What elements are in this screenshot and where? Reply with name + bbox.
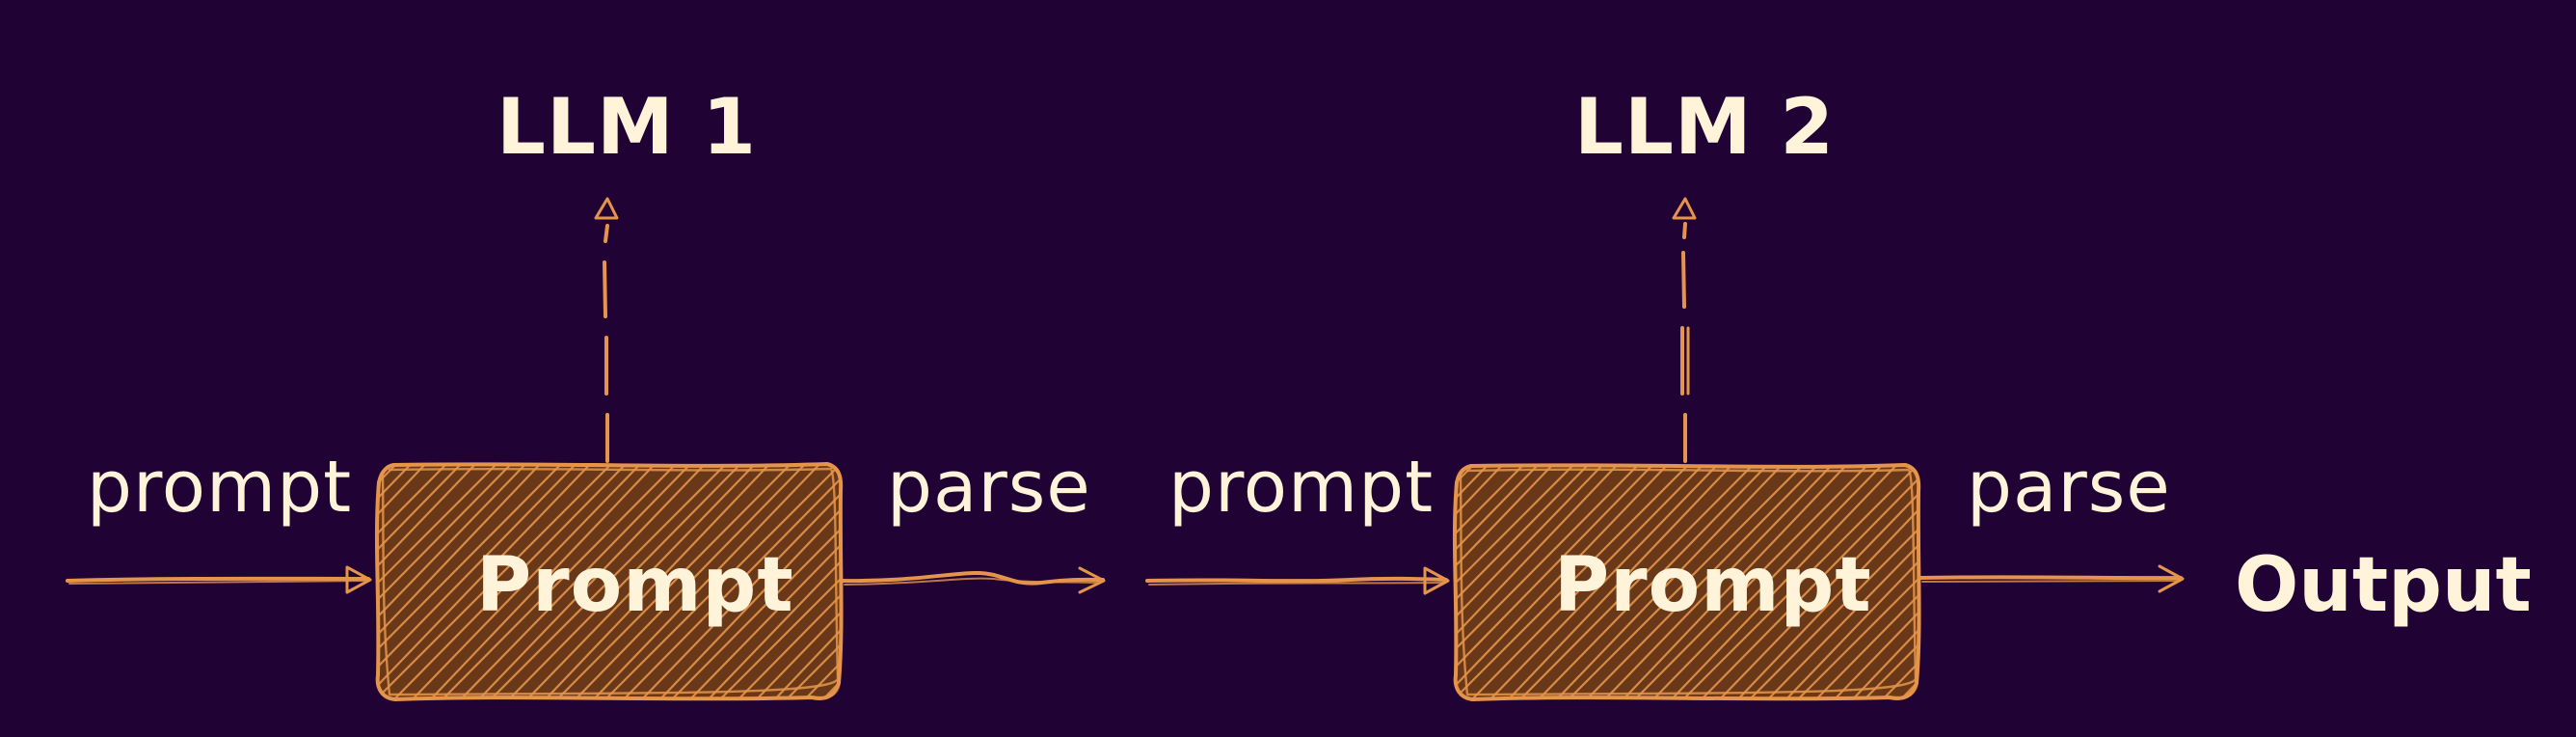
- parse-edge-label-1: parse: [887, 446, 1091, 529]
- hatch-stroke: [436, 465, 683, 698]
- hatch-stroke: [378, 465, 597, 698]
- hatch-stroke: [1810, 465, 1919, 698]
- hatch-stroke: [1580, 465, 1825, 698]
- hatch-stroke: [424, 465, 661, 698]
- llm-call-arrow-1: [594, 197, 619, 463]
- hatch-stroke: [1465, 465, 1710, 698]
- hatch-stroke: [713, 465, 841, 698]
- hatch-stroke: [1828, 465, 1919, 698]
- hatch-stroke: [1677, 465, 1919, 698]
- hatch-stroke: [539, 465, 776, 698]
- hatch-stroke: [1791, 465, 1919, 698]
- hatch-stroke: [1731, 465, 1919, 698]
- prompt-box-2-label: Prompt: [1554, 542, 1872, 629]
- hatch-stroke: [702, 465, 841, 698]
- parse-edge-label-2: parse: [1967, 446, 2171, 529]
- hatch-stroke: [569, 465, 812, 698]
- hatch-stroke: [521, 465, 762, 698]
- hatch-stroke: [1456, 465, 1660, 698]
- hatch-stroke: [768, 465, 841, 698]
- hatch-stroke: [684, 465, 841, 698]
- hatch-stroke: [1532, 465, 1775, 698]
- hatch-stroke: [1456, 465, 1646, 698]
- hatch-stroke: [1550, 465, 1789, 698]
- prompt-box-1-shape: [374, 462, 844, 701]
- hatch-stroke: [587, 465, 826, 698]
- hatch-stroke: [378, 465, 547, 698]
- hatch-stroke: [665, 465, 841, 698]
- hatch-stroke: [1846, 465, 1919, 698]
- hatch-stroke: [378, 465, 568, 698]
- hatch-stroke: [617, 465, 841, 698]
- hatch-stroke: [472, 465, 711, 698]
- output-arrow-2: [1919, 564, 2185, 593]
- hatch-stroke: [732, 465, 841, 698]
- input-arrow-2: [1145, 566, 1450, 595]
- hatch-stroke: [1456, 465, 1624, 698]
- hatch-stroke: [378, 465, 518, 698]
- hatch-stroke: [1502, 465, 1739, 698]
- output-arrow-1: [841, 566, 1106, 594]
- hatch-stroke: [750, 465, 841, 698]
- hatch-stroke: [1647, 465, 1890, 698]
- output-label: Output: [2235, 542, 2532, 629]
- hatch-stroke: [388, 465, 632, 698]
- hatch-stroke: [1484, 465, 1725, 698]
- hatch-stroke: [378, 465, 482, 698]
- hatch-stroke: [1761, 465, 1919, 698]
- hatch-stroke: [1456, 465, 1510, 698]
- hatch-stroke: [1456, 465, 1596, 698]
- hatch-stroke: [1780, 465, 1919, 698]
- hatch-stroke: [1562, 465, 1811, 698]
- hatch-stroke: [1617, 465, 1854, 698]
- prompt-edge-label-1: prompt: [87, 446, 353, 529]
- hatch-stroke: [1456, 465, 1610, 698]
- prompt-box-1-label: Prompt: [476, 542, 794, 629]
- hatch-stroke: [378, 465, 468, 698]
- llm-call-arrow-2: [1672, 197, 1697, 463]
- hatch-stroke: [378, 465, 432, 698]
- input-arrow-1: [66, 565, 372, 594]
- hatch-stroke: [454, 465, 697, 698]
- prompt-edge-label-2: prompt: [1168, 446, 1435, 529]
- hatch-stroke: [484, 465, 733, 698]
- hatch-stroke: [378, 465, 618, 698]
- prompt-box-2-shape: [1452, 463, 1921, 701]
- hatch-stroke: [780, 465, 841, 698]
- hatch-stroke: [1695, 465, 1919, 698]
- hatch-stroke: [550, 465, 797, 698]
- hatch-stroke: [406, 465, 647, 698]
- hatch-stroke: [1628, 465, 1875, 698]
- hatch-stroke: [599, 465, 841, 698]
- hatch-stroke: [1858, 465, 1919, 698]
- hatch-stroke: [1743, 465, 1919, 698]
- hatch-stroke: [1456, 465, 1675, 698]
- llm-2-label: LLM 2: [1574, 82, 1836, 172]
- hatch-stroke: [1514, 465, 1760, 698]
- hatch-stroke: [1456, 465, 1545, 698]
- hatch-stroke: [1665, 465, 1904, 698]
- hatch-stroke: [502, 465, 747, 698]
- hatch-stroke: [1456, 465, 1560, 698]
- hatch-stroke: [1598, 465, 1839, 698]
- hatch-stroke: [378, 465, 453, 698]
- llm-1-label: LLM 1: [496, 82, 758, 172]
- hatch-stroke: [378, 465, 582, 698]
- hatch-stroke: [1456, 465, 1696, 698]
- hatch-stroke: [378, 465, 532, 698]
- hatch-stroke: [654, 465, 841, 698]
- hatch-stroke: [1456, 465, 1531, 698]
